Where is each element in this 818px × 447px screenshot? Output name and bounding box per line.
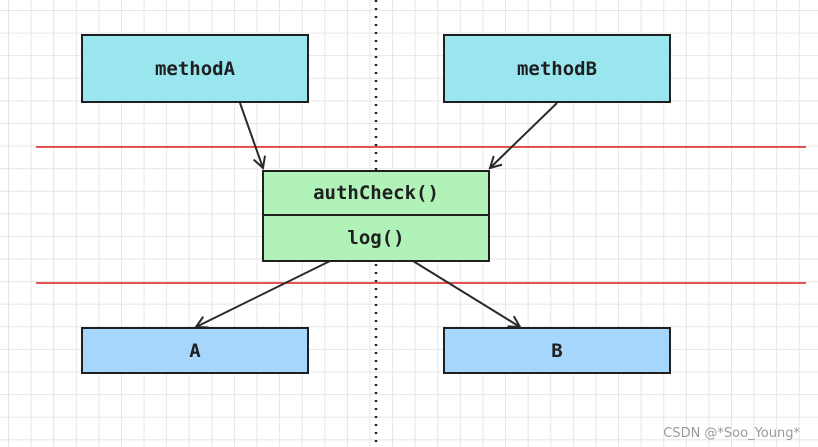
arrow-methodA-to-authcheck <box>239 102 263 168</box>
node-A-label: A <box>189 339 201 362</box>
arrow-methodB-to-authcheck <box>490 102 558 168</box>
node-methodA: methodA <box>81 34 309 103</box>
node-methodA-label: methodA <box>154 57 236 80</box>
node-methodB-label: methodB <box>516 57 598 80</box>
node-methodB: methodB <box>443 34 671 103</box>
node-B: B <box>443 327 671 374</box>
node-log-label: log() <box>347 227 405 249</box>
node-aspect: authCheck() log() <box>262 170 490 262</box>
node-A: A <box>81 327 309 374</box>
node-B-label: B <box>551 339 563 362</box>
node-authcheck: authCheck() <box>264 172 488 216</box>
node-log: log() <box>264 216 488 260</box>
node-authcheck-label: authCheck() <box>313 182 439 204</box>
arrow-log-to-B <box>412 260 520 327</box>
watermark-text: CSDN @*Soo_Young* <box>663 426 800 441</box>
arrow-log-to-A <box>196 260 331 327</box>
